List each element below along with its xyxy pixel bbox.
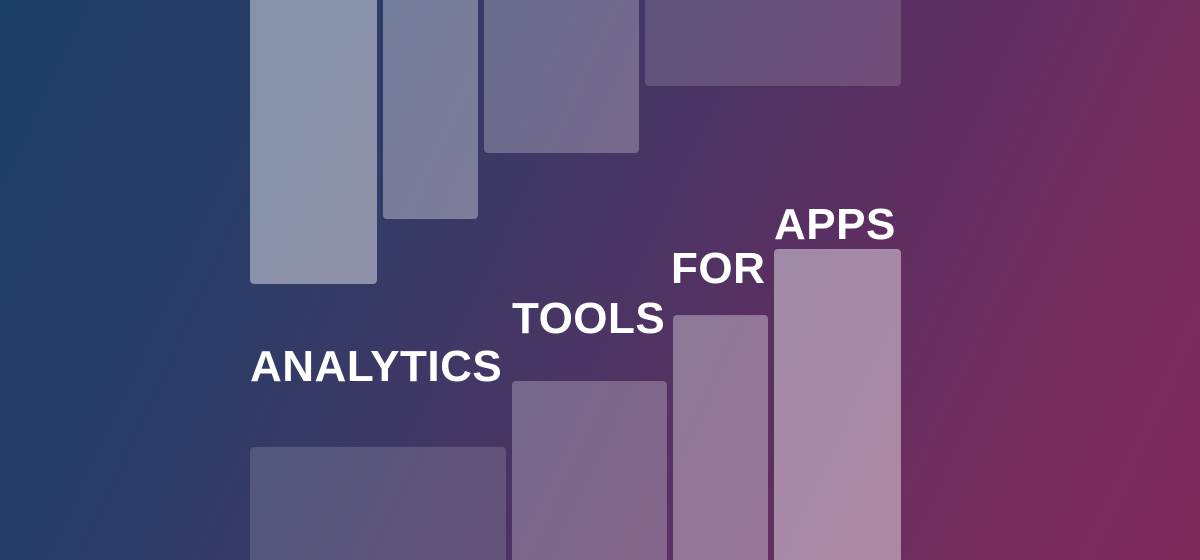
bottom-block-2	[512, 381, 667, 560]
top-block-2	[383, 0, 478, 219]
bottom-block-4	[774, 249, 901, 560]
bottom-block-1	[250, 447, 506, 560]
top-block-1	[250, 0, 377, 284]
headline-word-for: FOR	[671, 244, 766, 293]
top-block-3	[484, 0, 639, 153]
headline-word-analytics: ANALYTICS	[250, 342, 503, 391]
headline-word-apps: APPS	[774, 200, 896, 249]
top-block-4	[645, 0, 901, 86]
headline-word-tools: TOOLS	[512, 294, 666, 343]
bottom-block-3	[673, 315, 768, 560]
